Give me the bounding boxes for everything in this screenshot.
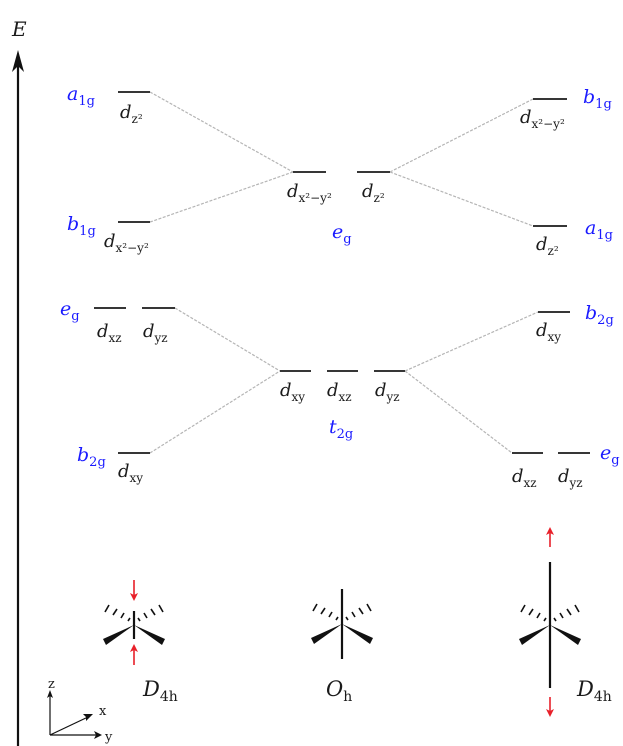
term-label-b2g-right: b2g: [585, 302, 614, 328]
term-label-t2g-center: t2g: [329, 416, 353, 442]
wedge-bond-right: [342, 624, 373, 644]
hash-bond-left: [520, 604, 547, 622]
connector-a1g-left: [149, 91, 294, 173]
x-axis-label: x: [99, 704, 107, 719]
connector-b1g-right: [389, 98, 534, 173]
hash-bond-left: [104, 604, 131, 622]
term-label-b1g-right: b1g: [583, 86, 612, 112]
x-axis-arrowhead: [83, 714, 93, 721]
connector-eg-left: [174, 307, 281, 372]
orbital-label-dxz-center: dxz: [327, 380, 352, 404]
compression-arrow-top: [130, 580, 138, 601]
orbital-label-dx2y2-left: dx²−y²: [104, 231, 149, 255]
hash-bond-right: [137, 604, 164, 622]
orbital-label-dxy-right: dxy: [536, 320, 561, 344]
term-label-a1g-left: a1g: [67, 83, 95, 109]
wedge-bond-left: [311, 624, 342, 644]
wedge-bond-left: [103, 625, 134, 645]
term-label-b1g-left: b1g: [67, 213, 96, 239]
orbital-label-dyz-right: dyz: [558, 466, 583, 490]
connector-lines: [149, 91, 539, 454]
orbital-label-dyz-center: dyz: [375, 380, 400, 404]
orbital-label-dxz-right: dxz: [512, 466, 537, 490]
z-axis-label: z: [48, 677, 55, 692]
term-label-b2g-left: b2g: [77, 444, 106, 470]
orbital-label-dxy-left: dxy: [118, 461, 143, 485]
orbital-label-dxz-left: dxz: [97, 321, 122, 345]
hash-bond-right: [553, 604, 580, 622]
geometry-oh: [311, 589, 373, 659]
energy-axis-arrowhead: [12, 50, 24, 72]
y-axis-label: y: [104, 730, 113, 745]
connector-b2g-right: [404, 311, 539, 372]
geometry-d4h-compressed: [103, 580, 165, 665]
orbital-label-dx2y2-right: dx²−y²: [520, 107, 565, 131]
x-axis-line: [49, 716, 89, 736]
hash-bond-right: [345, 603, 372, 621]
orbital-label-dxy-center: dxy: [280, 380, 305, 404]
wedge-bond-right: [134, 625, 165, 645]
connector-b2g-left: [149, 370, 281, 454]
orbital-label-dz2-center: dz²: [362, 181, 385, 205]
elongation-arrow-bottom: [546, 697, 554, 717]
wedge-bond-right: [550, 625, 581, 645]
compression-arrow-bottom: [130, 644, 138, 665]
connector-eg-right: [404, 370, 513, 454]
elongation-arrow-top: [546, 527, 554, 547]
connector-a1g-right: [389, 171, 534, 227]
z-axis-arrowhead: [47, 690, 53, 698]
term-label-eg-right: eg: [600, 442, 620, 468]
orbital-label-dyz-left: dyz: [143, 321, 168, 345]
geometry-label-d4h-left: D4h: [142, 677, 178, 705]
energy-axis-label: E: [11, 17, 27, 41]
geometry-label-d4h-right: D4h: [576, 677, 612, 705]
term-label-eg-left: eg: [60, 298, 80, 324]
orbital-label-dz2-left: dz²: [120, 102, 143, 126]
connector-b1g-left: [149, 171, 294, 223]
wedge-bond-left: [519, 625, 550, 645]
energy-levels: [94, 91, 590, 454]
coordinate-axes-legend: z x y: [47, 677, 113, 745]
geometry-d4h-elongated: [519, 527, 581, 717]
orbital-label-dz2-right: dz²: [536, 234, 559, 258]
hash-bond-left: [312, 603, 339, 621]
term-label-a1g-right: a1g: [585, 217, 613, 243]
energy-axis: E: [11, 17, 27, 746]
term-label-eg-center: eg: [332, 221, 352, 247]
orbital-label-dx2y2-center: dx²−y²: [287, 181, 332, 205]
y-axis-arrowhead: [94, 731, 102, 739]
geometry-label-oh: Oh: [326, 677, 352, 705]
